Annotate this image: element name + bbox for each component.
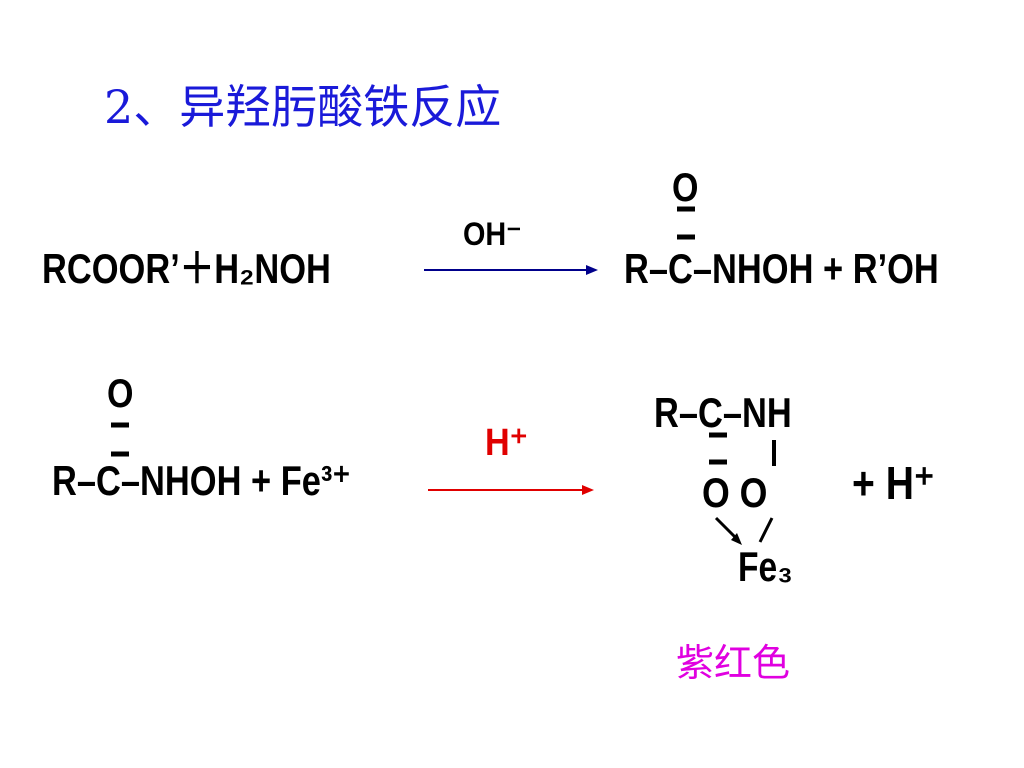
reaction1-product: R–C–NHOH + R’OH: [624, 245, 939, 292]
plus-proton: + H⁺: [852, 457, 935, 509]
complex-o-fe-bond-right: [758, 517, 774, 543]
color-label: 紫红色: [676, 641, 791, 685]
reaction2-reagent: H⁺: [485, 422, 528, 464]
reaction2-reactants: R–C–NHOH + Fe³⁺: [52, 457, 351, 504]
slide-title: 2、异羟肟酸铁反应: [104, 80, 502, 134]
reaction2-reactant-oxygen: O: [107, 372, 134, 416]
complex-metal: Fe₃: [738, 543, 793, 590]
reaction1-reagent: OH⁻: [463, 216, 522, 252]
complex-o-fe-arrowhead: [731, 533, 742, 545]
reaction1-product-oxygen: O: [672, 166, 699, 210]
complex-oxygens: O O: [702, 469, 768, 516]
reaction1-arrow-head: [586, 265, 598, 275]
reaction2-arrow-head: [582, 485, 594, 495]
complex-top: R–C–NH: [654, 389, 792, 436]
reaction1-reactants: RCOOR’＋H₂NOH: [42, 245, 331, 292]
